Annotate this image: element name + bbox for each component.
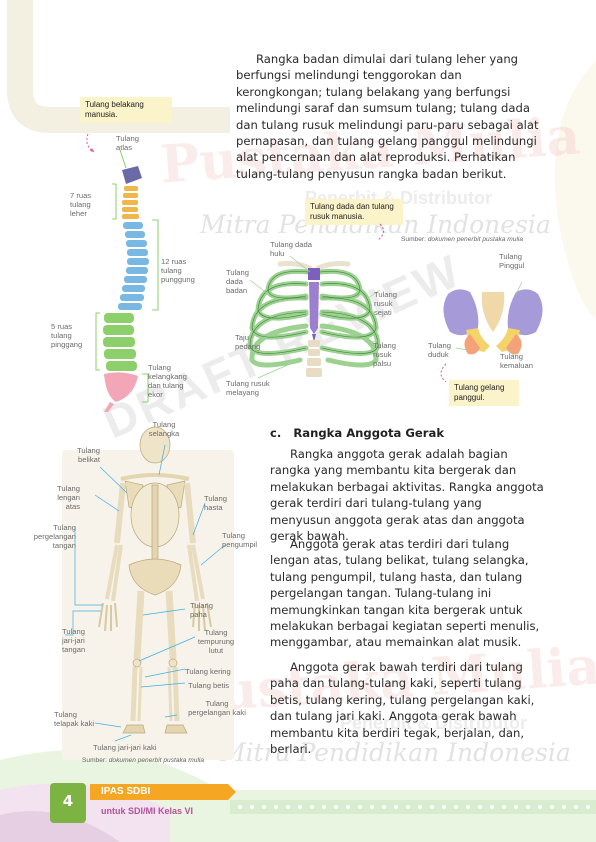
label-tulang-rusuk-palsu: Tulang rusuk palsu xyxy=(373,341,396,368)
spine-illustration xyxy=(86,133,159,412)
label-tulang-selangka: Tulang selangka xyxy=(148,420,180,438)
label-tulang-kelangkang: Tulang kelangkang dan tulang ekor xyxy=(148,363,187,399)
ribcage-illustration xyxy=(247,223,384,379)
label-tulang-pinggul: Tulang Pinggul xyxy=(499,252,525,270)
section-title: Rangka Anggota Gerak xyxy=(293,426,445,440)
section-letter: c. xyxy=(270,426,282,440)
label-ruas-tulang-pinggang: 5 ruas tulang pinggang xyxy=(51,322,83,349)
skeleton-illustration xyxy=(65,426,226,742)
page-number: 4 xyxy=(62,792,74,810)
section-heading: c. Rangka Anggota Gerak xyxy=(270,426,444,440)
paragraph-anggota-gerak-bawah: Anggota gerak bawah terdiri dari tulang … xyxy=(270,660,535,757)
label-tulang-lengan-atas: Tulang lengan atas xyxy=(57,484,80,511)
label-tulang-jari-kaki: Tulang jari-jari kaki xyxy=(93,743,157,752)
footer-ribbon xyxy=(90,784,236,800)
label-tulang-betis: Tulang betis xyxy=(188,681,230,690)
paragraph-rangka-badan: Rangka badan dimulai dari tulang leher y… xyxy=(236,52,539,181)
label-ruas-tulang-punggung: 12 ruas tulang punggung xyxy=(161,257,195,284)
label-tulang-hasta: Tulang hasta xyxy=(204,494,227,512)
pelvis-note: Tulang gelang panggul. xyxy=(449,380,519,406)
label-tulang-duduk: Tulang duduk xyxy=(428,341,451,359)
page-number-badge xyxy=(50,783,86,823)
watermark-publisher-2: Penerbit & Distributor xyxy=(340,713,528,733)
label-tulang-atlas: Tulang atlas xyxy=(116,134,139,152)
spine-note: Tulang belakang manusia. xyxy=(80,97,172,123)
label-tulang-paha: Tulang paha xyxy=(190,601,213,619)
label-tulang-kering: Tulang kering xyxy=(185,667,231,676)
label-tulang-jari-tangan: Tulang jari-jari tangan xyxy=(62,627,86,654)
label-tulang-rusuk-melayang: Tulang rusuk melayang xyxy=(226,379,270,397)
label-tulang-kemaluan: Tulang kemaluan xyxy=(500,352,533,370)
skeleton-source: Sumber: dokumen penerbit pustaka mulia xyxy=(82,757,205,764)
label-tulang-rusuk-sejati: Tulang rusuk sejati xyxy=(374,290,397,317)
paragraph-rangka-anggota-gerak: Rangka anggota gerak adalah bagian rangk… xyxy=(270,447,544,544)
label-tulang-pergelangan-kaki: Tulang pergelangan kaki xyxy=(188,699,246,717)
ribcage-note: Tulang dada dan tulang rusuk manusia. xyxy=(305,199,403,225)
label-tulang-belikat: Tulang belikat xyxy=(77,446,100,464)
label-tulang-tempurung-lutut: Tulang tempurung lutut xyxy=(197,628,235,655)
footer-book-title: IPAS SDBI xyxy=(101,786,151,797)
pelvis-illustration xyxy=(440,281,543,383)
watermark-tagline-2: Mitra Pendidikan Indonesia xyxy=(220,738,571,767)
label-ruas-tulang-leher: 7 ruas tulang leher xyxy=(70,191,92,218)
label-tulang-telapak-kaki: Tulang telapak kaki xyxy=(54,710,95,728)
ribcage-source: Sumber: dokumen penerbit pustaka mulia xyxy=(401,236,524,243)
label-tulang-dada-hulu: Tulang dada hulu xyxy=(270,240,312,258)
footer-subtitle: untuk SDI/MI Kelas VI xyxy=(101,806,194,816)
label-tulang-dada-badan: Tulang dada badan xyxy=(226,268,249,295)
label-tulang-pergelangan-tangan: Tulang pergelangan tangan xyxy=(33,523,76,550)
label-taju-pedang: Taju pedang xyxy=(235,333,261,351)
paragraph-anggota-gerak-atas: Anggota gerak atas terdiri dari tulang l… xyxy=(270,537,540,650)
label-tulang-pengumpil: Tulang pengumpil xyxy=(222,531,258,549)
